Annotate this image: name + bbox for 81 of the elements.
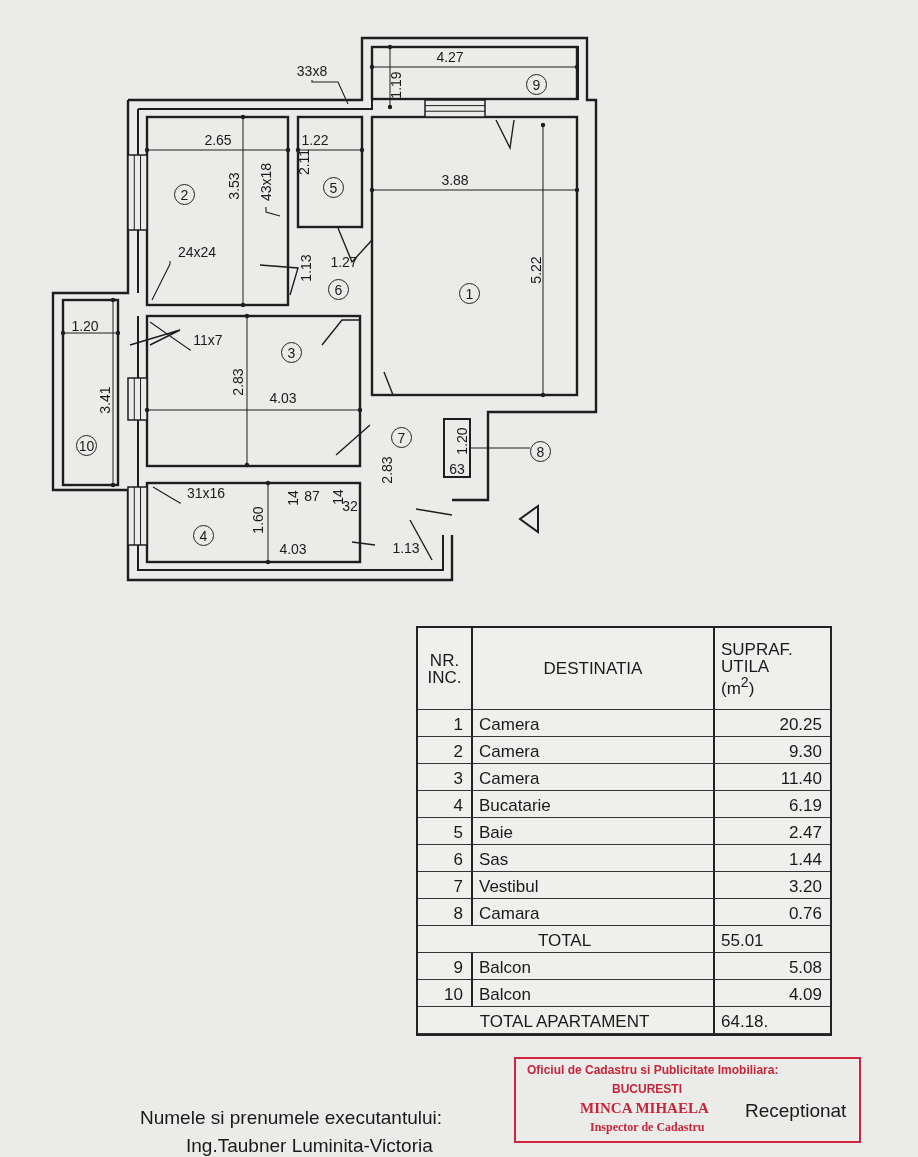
table-cell-text: Balcon [479, 986, 531, 1003]
stamp-text: BUCURESTI [612, 1083, 682, 1097]
leader-label: 24x24 [170, 243, 224, 261]
dimension-label: 87 [304, 489, 320, 503]
leader-line [470, 447, 531, 449]
signature-caption: Ing.Taubner Luminita-Victoria [186, 1136, 433, 1157]
table-cell-text: 3 [453, 770, 463, 787]
signature-caption: Receptionat [745, 1101, 847, 1122]
table-cell-text: 20.25 [779, 716, 822, 733]
table-cell-text: TOTAL [537, 932, 592, 949]
leader-label: 11x7 [188, 331, 228, 349]
table-cell-text: 9.30 [788, 743, 822, 760]
room-number: 5 [323, 177, 344, 198]
leader-line [149, 321, 191, 352]
room-number: 1 [459, 283, 480, 304]
pantry-room [443, 418, 471, 478]
table-cell-text: 5.08 [788, 959, 822, 976]
table-cell-text: Bucatarie [479, 797, 551, 814]
room-number: 2 [174, 184, 195, 205]
table-cell-text: 9 [453, 959, 463, 976]
table-cell-text: 10 [444, 986, 463, 1003]
room-number: 3 [281, 342, 302, 363]
table-cell-text: Camara [479, 905, 540, 922]
dimension-label: 32 [342, 499, 358, 513]
room-number: 8 [530, 441, 551, 462]
table-cell-text: Camera [479, 770, 540, 787]
table-cell-text: 5 [453, 824, 463, 841]
table-cell-text: 11.40 [780, 770, 822, 787]
dimension-label: 4.27 [436, 50, 464, 64]
table-cell-text: 2.47 [788, 824, 822, 841]
dimension-label: 14 [286, 490, 300, 506]
leader-label: 31x16 [180, 484, 232, 502]
table-cell-text: 3.20 [788, 878, 822, 895]
table-cell-text: 7 [453, 878, 463, 895]
table-cell-text: 1.44 [788, 851, 822, 868]
table-cell-text: 8 [453, 905, 463, 922]
room-number: 6 [328, 279, 349, 300]
room-number: 9 [526, 74, 547, 95]
table-cell-text: Baie [479, 824, 514, 841]
dimension-label: 3.53 [227, 172, 241, 200]
room-number: 10 [76, 435, 97, 456]
table-cell-text: TOTAL APARTAMENT [479, 1013, 650, 1030]
table-cell-text: 2 [453, 743, 463, 760]
table-cell-text: Vestibul [479, 878, 539, 895]
leader-line [152, 486, 181, 504]
leader-label: 33x8 [292, 62, 332, 80]
table-cell-text: 6.19 [788, 797, 822, 814]
dimension-label: 4.03 [269, 391, 297, 405]
leader-line [151, 260, 171, 301]
table-cell-text: 0.76 [788, 905, 822, 922]
leader-line [311, 79, 349, 105]
dimension-label: 1.20 [71, 319, 99, 333]
table-cell-text: 55.01 [721, 932, 764, 949]
dimension-label: 63 [449, 462, 465, 476]
table-cell-text: 64.18. [721, 1013, 769, 1030]
dimension-label: 1.19 [389, 71, 403, 99]
table-cell-text: 4.09 [788, 986, 822, 1003]
leader-line [265, 206, 281, 217]
room-number: 7 [391, 427, 412, 448]
signature-caption: Numele si prenumele executantului: [140, 1108, 443, 1129]
column-header: DESTINATIA [543, 660, 643, 677]
table-cell-text: 1 [453, 716, 463, 733]
table-cell-text: 4 [453, 797, 463, 814]
dimension-label: 1.13 [392, 541, 420, 555]
room-number: 4 [193, 525, 214, 546]
table-cell-text: 6 [453, 851, 463, 868]
table-cell-text: Balcon [479, 959, 531, 976]
dimension-label: 1.13 [299, 254, 313, 282]
column-header: NR. INC. [426, 651, 463, 686]
leader-label: 43x18 [257, 157, 275, 207]
dimension-label: 1.20 [455, 427, 469, 455]
stamp-text: Oficiul de Cadastru si Publicitate Imobiliara: [527, 1064, 779, 1078]
table-cell-text: Camera [479, 716, 540, 733]
dimension-label: 4.03 [279, 542, 307, 556]
column-header: SUPRAF. UTILA (m$^{2}$) [721, 640, 794, 697]
table-cell-text: Camera [479, 743, 540, 760]
dimension-label: 3.88 [441, 173, 469, 187]
stamp-text: Inspector de Cadastru [590, 1121, 705, 1135]
dimension-label: 2.11 [297, 148, 311, 176]
stamp-text: MINCA MIHAELA [580, 1100, 709, 1117]
table-cell-text: Sas [479, 851, 509, 868]
